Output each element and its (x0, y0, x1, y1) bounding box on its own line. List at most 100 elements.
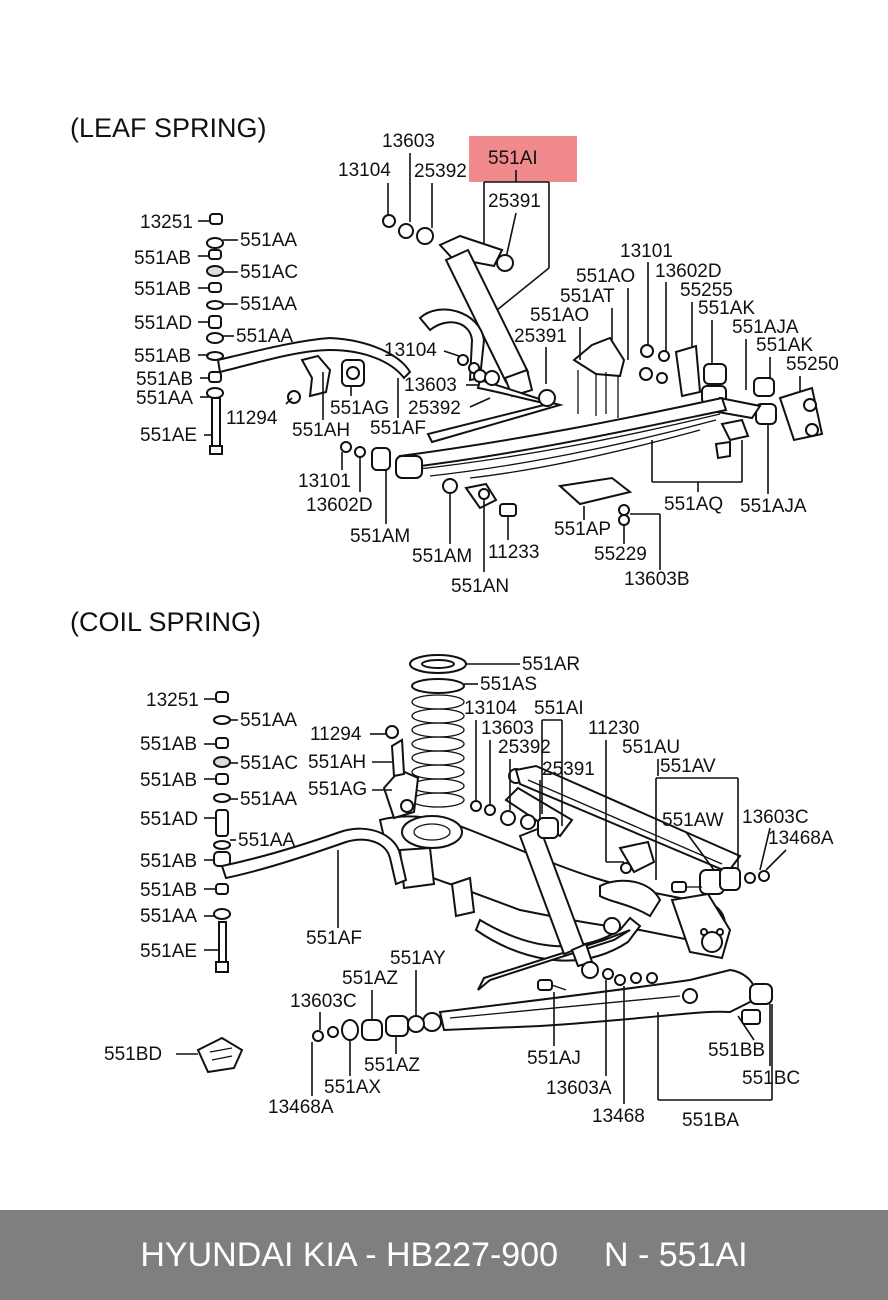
label-13101-b: 13101 (298, 471, 351, 492)
label-11233: 11233 (488, 542, 539, 563)
leaders-leaf-mid (285, 347, 547, 420)
label-551AM-1: 551AM (350, 526, 410, 547)
leaders-coil-upper (475, 719, 787, 880)
label-551AO-b: 551AO (530, 305, 589, 326)
label-c551AA-2: 551AA (240, 789, 297, 810)
label-551AP: 551AP (554, 519, 611, 540)
u-bolt-assembly (572, 336, 626, 418)
leader-551AI (483, 170, 550, 311)
label-13104: 13104 (338, 160, 391, 181)
label-551AS: 551AS (480, 674, 537, 695)
label-c13251: 13251 (146, 690, 199, 711)
footer-bar: HYUNDAI KIA - HB227-900 N - 551AI (0, 1210, 888, 1300)
leaders-coil-lower (176, 970, 773, 1104)
bushings-leaf-mid (457, 354, 556, 407)
leaf-spring-title: (LEAF SPRING) (70, 113, 267, 143)
label-25392: 25392 (414, 161, 467, 182)
label-c13468A: 13468A (768, 828, 834, 849)
label-13602D-b: 13602D (306, 495, 373, 516)
highlight-box (469, 136, 577, 182)
upper-arm-551AU (514, 764, 742, 874)
label-551AJA-1: 551AJA (732, 317, 799, 338)
label-c551AI: 551AI (534, 698, 584, 719)
label-c551AU: 551AU (622, 737, 680, 758)
label-c11230: 11230 (588, 718, 639, 739)
label-c551AZ-1: 551AZ (342, 968, 398, 989)
label-c13468A-2: 13468A (268, 1097, 334, 1118)
label-c13603C-2: 13603C (290, 991, 357, 1012)
label-55229: 55229 (594, 544, 647, 565)
label-c551AE: 551AE (140, 941, 197, 962)
leaders-top (387, 153, 517, 259)
leaf-link-stack (206, 213, 224, 455)
pad-551AP (557, 476, 633, 526)
label-c551AA-3: 551AA (238, 830, 295, 851)
label-551AA-3: 551AA (236, 326, 293, 347)
label-c551AF: 551AF (306, 928, 362, 949)
label-551AA-4: 551AA (136, 388, 193, 409)
label-551AR: 551AR (522, 654, 580, 675)
label-551AN: 551AN (451, 576, 509, 597)
shock-absorber-leaf (438, 234, 534, 398)
label-551AB-3: 551AB (134, 346, 191, 367)
label-c13104: 13104 (464, 698, 517, 719)
label-c551BD: 551BD (104, 1044, 162, 1065)
label-c551AW: 551AW (662, 810, 724, 831)
label-551AE: 551AE (140, 425, 197, 446)
parts-diagram: (LEAF SPRING) 551AI 13603 13104 25392 25… (70, 113, 839, 1131)
coil-link-stack (213, 691, 231, 973)
label-c13603: 13603 (481, 718, 534, 739)
label-13603B: 13603B (624, 569, 690, 590)
label-55255: 55255 (680, 280, 733, 301)
label-551AK-2: 551AK (756, 335, 813, 356)
highlight-label: 551AI (488, 148, 538, 169)
label-c551AD: 551AD (140, 809, 198, 830)
hardware-leaf-right (639, 344, 824, 442)
label-c551AA-1: 551AA (240, 710, 297, 731)
label-13104-b: 13104 (384, 340, 437, 361)
leaders-coil-bracket (337, 733, 392, 928)
footer-brand-part: HYUNDAI KIA - HB227-900 (140, 1235, 558, 1274)
label-13603-b: 13603 (404, 375, 457, 396)
label-551AJA-2: 551AJA (740, 496, 807, 517)
leaders-leaf-left (198, 220, 238, 436)
label-551AB-1: 551AB (134, 248, 191, 269)
label-c551AX: 551AX (324, 1077, 381, 1098)
label-c13468: 13468 (592, 1106, 645, 1127)
label-551AB-2: 551AB (134, 279, 191, 300)
bushings-leaf-low (340, 441, 366, 458)
label-551AA-2: 551AA (240, 294, 297, 315)
label-c551BB: 551BB (708, 1040, 765, 1061)
bushings-coil-upper (470, 800, 770, 895)
label-551AF: 551AF (370, 418, 426, 439)
label-25391-b: 25391 (514, 326, 567, 347)
label-551AD: 551AD (134, 313, 192, 334)
label-c551AC: 551AC (240, 753, 298, 774)
label-551AA-1: 551AA (240, 230, 297, 251)
label-c551AV: 551AV (660, 756, 716, 777)
label-c551AY: 551AY (390, 948, 446, 969)
label-13101: 13101 (620, 241, 673, 262)
label-c551AB-4: 551AB (140, 880, 197, 901)
label-551AH: 551AH (292, 420, 350, 441)
label-13602D: 13602D (655, 261, 722, 282)
label-c551AA-4: 551AA (140, 906, 197, 927)
label-c25391: 25391 (542, 759, 595, 780)
label-c13603A: 13603A (546, 1078, 612, 1099)
label-551AK-1: 551AK (698, 298, 755, 319)
label-c551BC: 551BC (742, 1068, 800, 1089)
label-c551AB-1: 551AB (140, 734, 197, 755)
stabilizer-bar-coil (220, 827, 642, 991)
label-c551AB-2: 551AB (140, 770, 197, 791)
label-c551AH: 551AH (308, 752, 366, 773)
leaders-coil-top (464, 663, 520, 685)
label-c551BA: 551BA (682, 1110, 739, 1131)
label-551AC: 551AC (240, 262, 298, 283)
bracket-coil (382, 725, 420, 820)
label-551AG: 551AG (330, 398, 389, 419)
label-c11294: 11294 (310, 724, 362, 745)
leaders-ubolt (579, 288, 629, 360)
label-551AM-2: 551AM (412, 546, 472, 567)
coil-spring (409, 654, 467, 808)
bump-stop-551BD (196, 1036, 244, 1074)
